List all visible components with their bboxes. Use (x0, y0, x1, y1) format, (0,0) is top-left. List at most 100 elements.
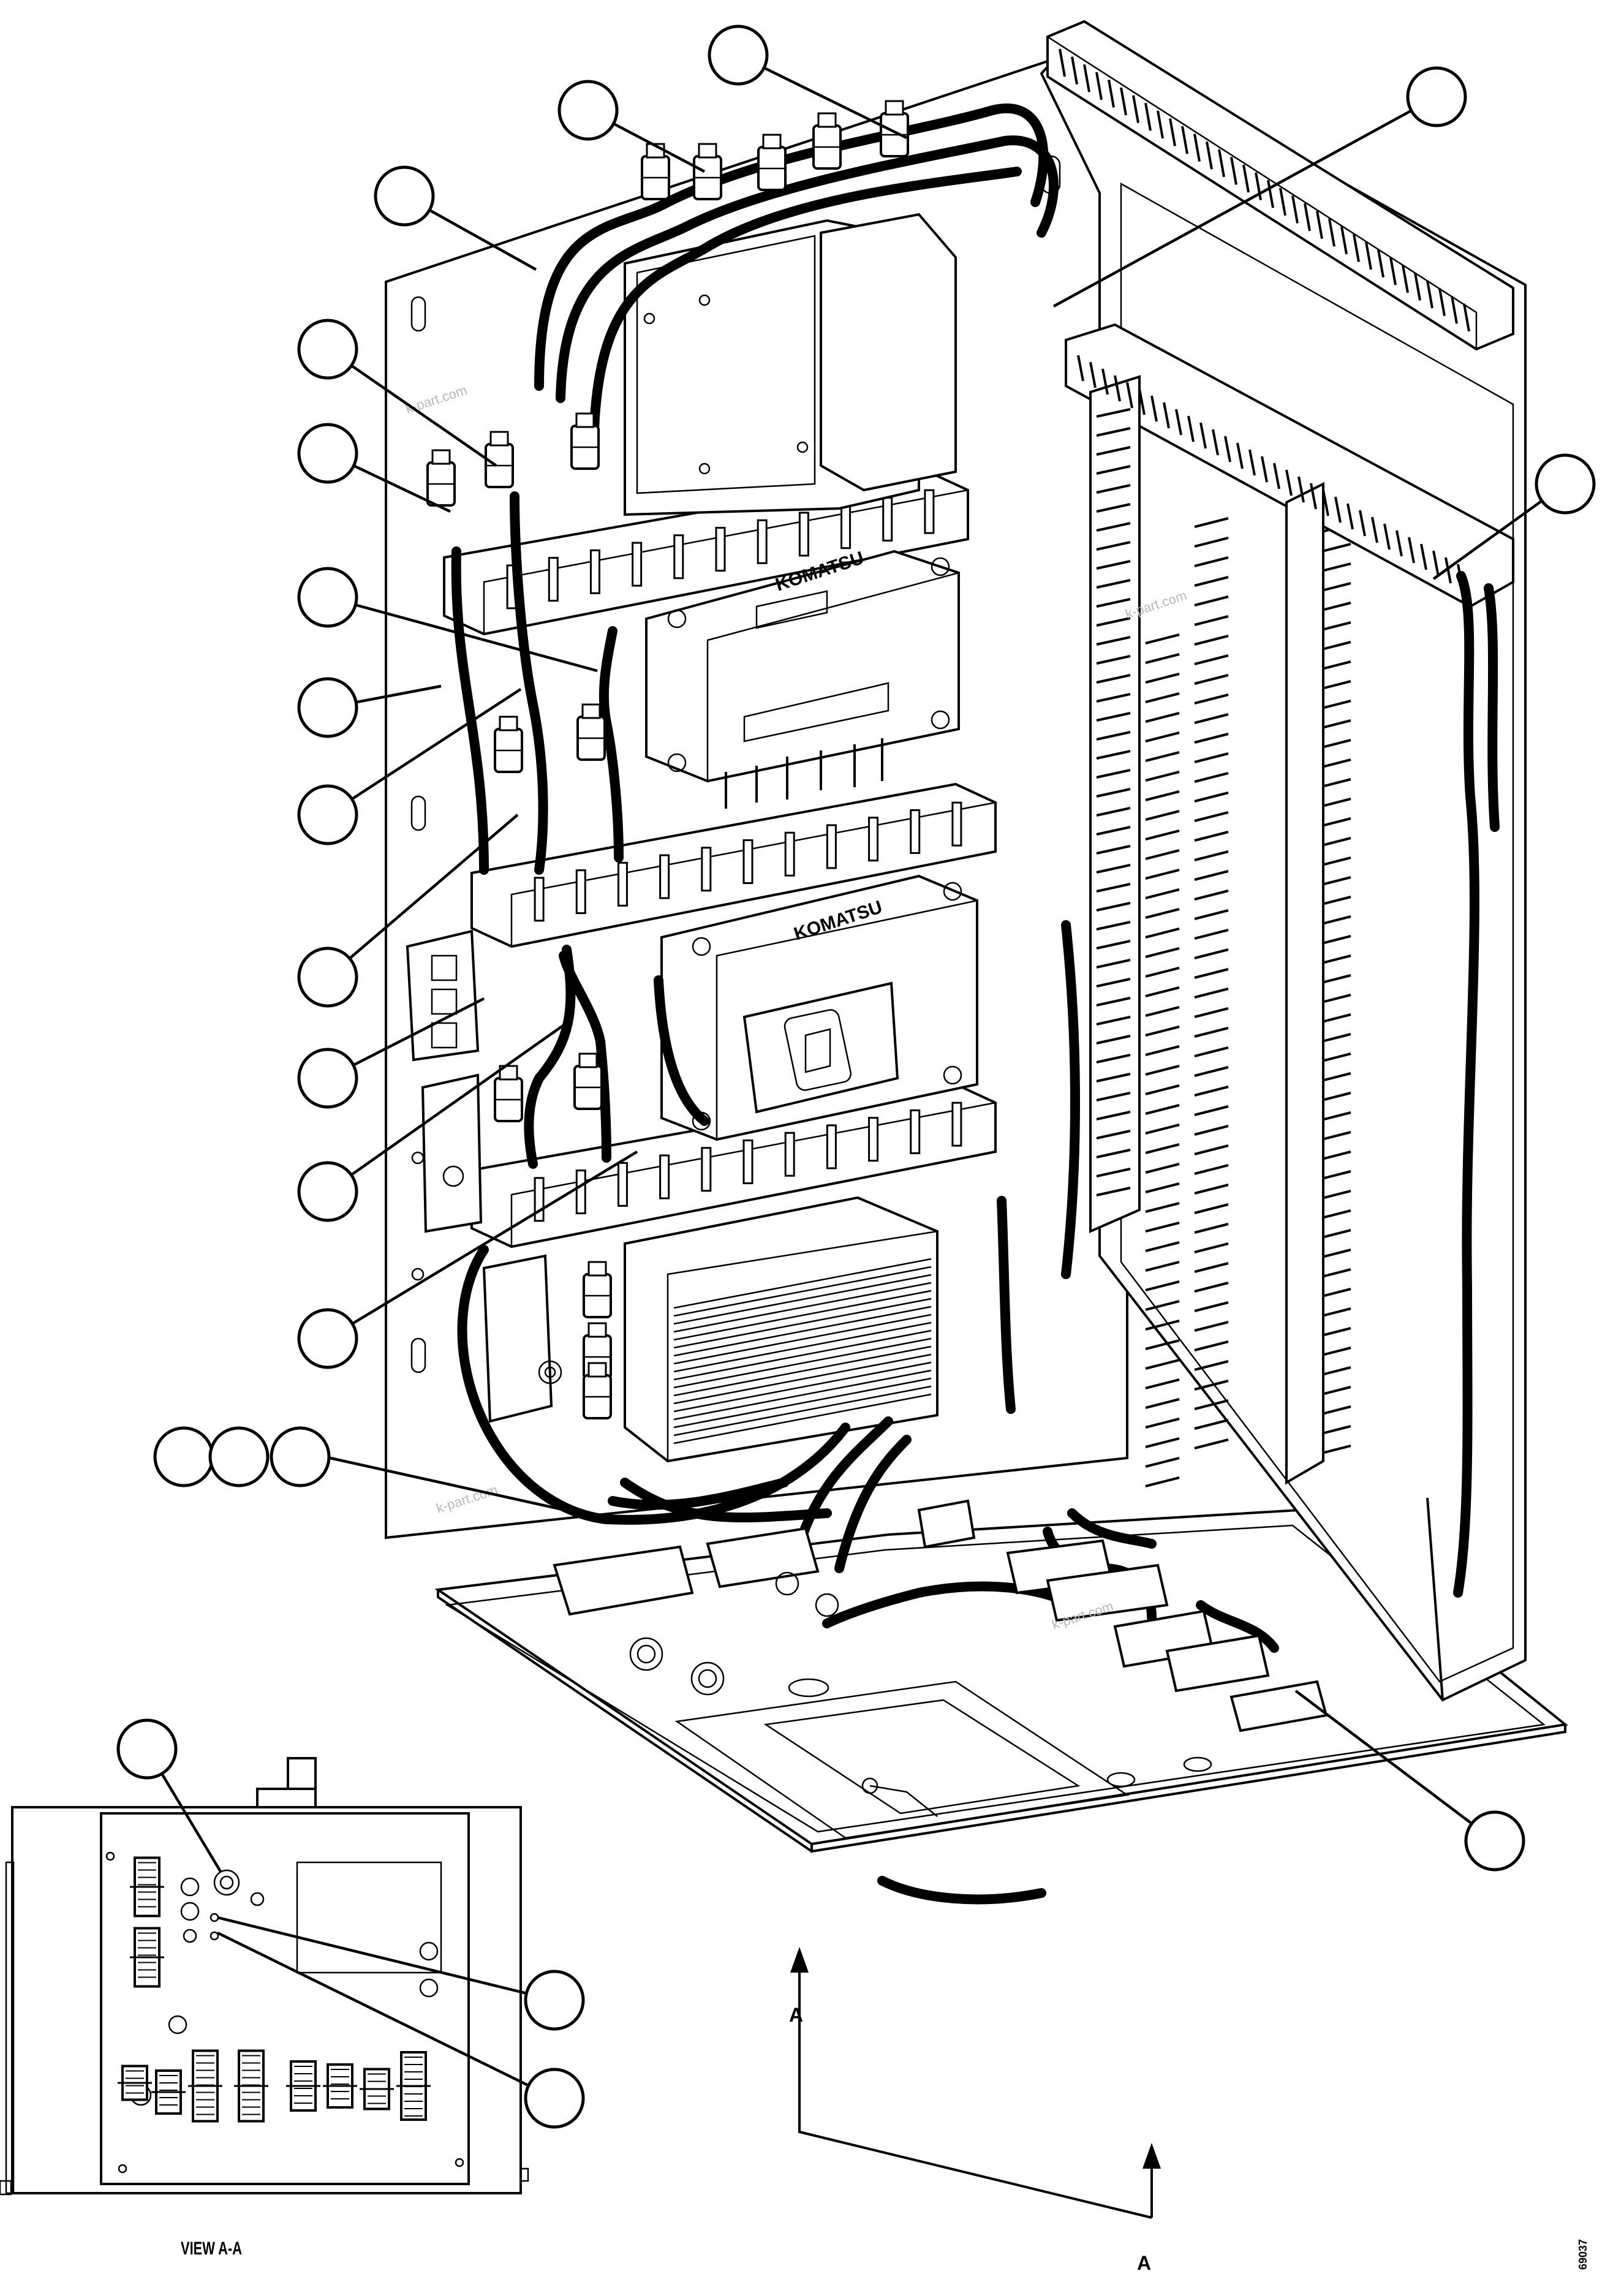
louver (1194, 772, 1229, 783)
duct-slot (1279, 187, 1286, 216)
louver (1194, 1380, 1229, 1391)
duct-slot (924, 489, 935, 534)
duct-slot (1359, 510, 1366, 537)
duct-slot (1095, 72, 1103, 100)
duct-slot (1096, 940, 1131, 950)
louver (1145, 967, 1180, 978)
duct-slot (1096, 503, 1131, 513)
louver (1194, 1438, 1229, 1449)
duct-slot (534, 877, 545, 922)
callout-1 (708, 25, 769, 86)
duct-slot (1096, 522, 1131, 532)
duct-slot (701, 1147, 712, 1192)
louver (1145, 653, 1180, 664)
duct-slot (575, 1169, 586, 1215)
duct-slot (826, 824, 837, 869)
louver (1145, 1378, 1180, 1389)
duct-slot (1096, 845, 1131, 855)
duct-slot (951, 801, 962, 847)
callout-21 (524, 2068, 585, 2129)
harness-connector (880, 100, 909, 157)
louver (1194, 1399, 1229, 1410)
duct-slot (1096, 1054, 1131, 1064)
duct-slot (1096, 978, 1131, 988)
duct-slot (617, 861, 628, 907)
duct-slot (840, 504, 852, 550)
callout-13 (297, 1161, 358, 1222)
louver (1194, 988, 1229, 999)
duct-slot (1071, 56, 1078, 85)
callout-18 (1464, 1810, 1525, 1872)
heat-sink-fin (673, 1266, 932, 1317)
duct-slot (1408, 537, 1415, 564)
duct-slot (1199, 422, 1207, 449)
heat-sink-fin (673, 1337, 932, 1389)
louver (1194, 811, 1229, 822)
duct-slot (1255, 172, 1262, 200)
heat-sink-fin (673, 1321, 932, 1373)
duct-slot (1096, 864, 1131, 874)
duct-slot (1297, 476, 1305, 503)
duct-slot (1463, 303, 1470, 332)
drawing-number: 69037 (1577, 2239, 1589, 2270)
duct-slot (1144, 102, 1152, 131)
louver (1194, 595, 1229, 606)
louver (1194, 713, 1229, 724)
duct-slot (1334, 496, 1342, 523)
duct-slot (1445, 557, 1452, 584)
harness-connector (583, 1362, 612, 1419)
duct-slot (1371, 516, 1378, 543)
duct-slot (659, 1154, 670, 1200)
duct-slot (1096, 921, 1131, 931)
louver (1145, 1261, 1180, 1272)
louver (1194, 1282, 1229, 1293)
view-connector (130, 1927, 164, 1988)
duct-slot (951, 1101, 962, 1147)
callout-19 (116, 1718, 178, 1780)
duct-slot (1114, 375, 1121, 402)
heat-sink-fin (673, 1313, 932, 1365)
duct-slot (1169, 118, 1176, 146)
duct-slot (1096, 484, 1131, 494)
louver (1194, 1262, 1229, 1273)
duct-slot (1096, 750, 1131, 760)
louver (1194, 693, 1229, 705)
louver (1194, 1242, 1229, 1253)
duct-slot (1261, 456, 1268, 483)
duct-slot (1096, 693, 1131, 703)
louver (1194, 1105, 1229, 1116)
duct-slot (1096, 617, 1131, 627)
heat-sink-fin (673, 1377, 932, 1429)
duct-slot (1402, 265, 1409, 293)
louver (1145, 1339, 1180, 1350)
louver (1145, 1457, 1180, 1468)
louver (1194, 1301, 1229, 1312)
louver (1194, 1340, 1229, 1351)
duct-slot (1077, 355, 1084, 382)
duct-slot (1096, 1111, 1131, 1120)
view-connector (286, 2060, 320, 2112)
duct-slot (1175, 409, 1182, 436)
duct-slot (589, 549, 600, 594)
louver (1194, 517, 1229, 528)
harness-connector (426, 449, 456, 507)
louver (1145, 633, 1180, 644)
duct-slot (632, 542, 643, 587)
duct-slot (1181, 126, 1188, 154)
heat-sink-fin (673, 1290, 932, 1341)
callout-5 (297, 319, 358, 380)
louver (1145, 908, 1180, 919)
louver (1194, 1027, 1229, 1038)
duct-slot (617, 1162, 628, 1207)
view-connector (118, 2065, 152, 2101)
duct-slot (1328, 218, 1335, 247)
duct-slot (1310, 483, 1317, 510)
louver (1145, 1084, 1180, 1095)
duct-slot (1096, 408, 1131, 418)
heat-sink-fin (673, 1369, 932, 1421)
louver (1194, 1203, 1229, 1214)
louver (1194, 1086, 1229, 1097)
duct-slot (1096, 427, 1131, 437)
duct-slot (1353, 234, 1360, 262)
duct-slot (715, 527, 726, 572)
